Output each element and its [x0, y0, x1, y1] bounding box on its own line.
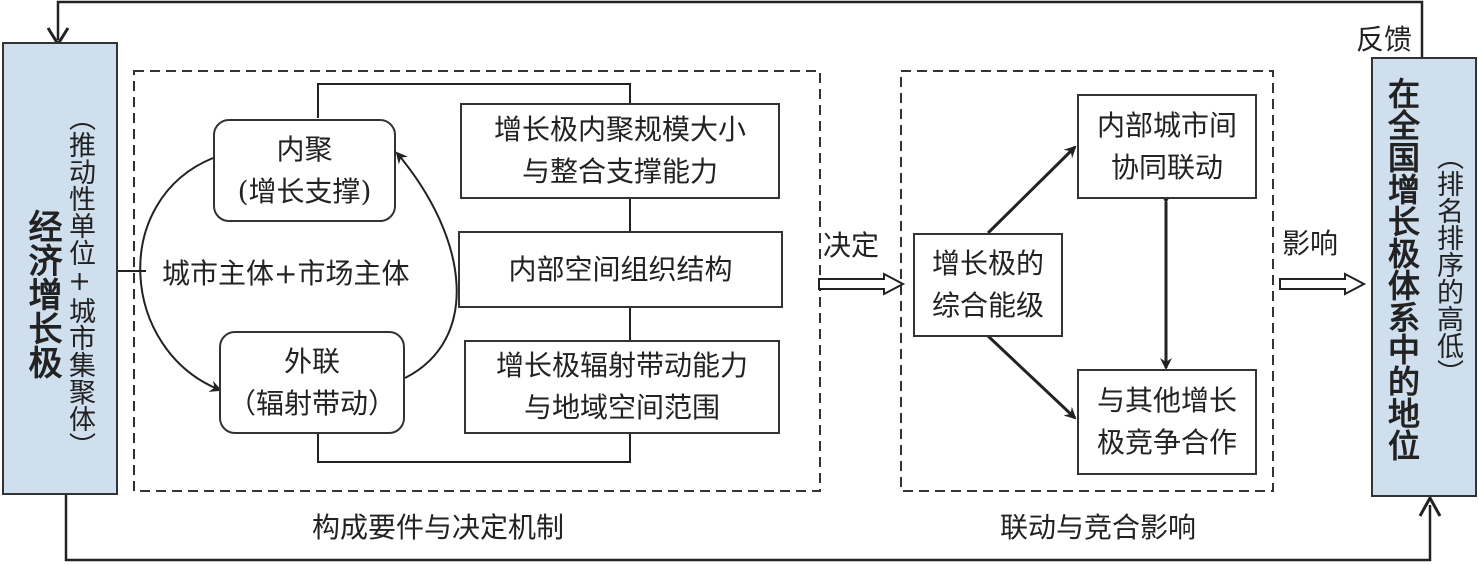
section2-caption: 联动与竞合影响	[1000, 511, 1197, 544]
growth-pole-title: 经济增长极	[22, 209, 62, 379]
feedback-line-top	[56, 0, 1424, 60]
economic-growth-pole-box: 经济增长极 （推动性单位+城市集聚体）	[2, 42, 118, 495]
national-status-box: 在全国增长极体系中的地位 （排名排序的高低）	[1371, 57, 1477, 497]
arrow-to-top-box	[986, 145, 1077, 235]
arc-right	[395, 151, 458, 379]
section1-caption: 构成要件与决定机制	[312, 511, 565, 544]
status-subtitle: （排名排序的高低）	[1432, 143, 1463, 386]
bracket-bottom	[317, 433, 631, 463]
influence-arrow-icon	[1279, 272, 1367, 296]
section2-frame	[900, 70, 1274, 492]
influence-label: 影响	[1282, 227, 1339, 260]
center-subject-label: 城市主体+市场主体	[162, 257, 410, 290]
spatial-structure-box: 内部空间组织结构	[458, 231, 783, 308]
decide-arrow-icon	[818, 272, 906, 296]
decide-label: 决定	[823, 229, 880, 262]
competition-cooperation-box: 与其他增长 极竞争合作	[1077, 369, 1257, 475]
arrow-to-bottom-box	[986, 334, 1077, 420]
feedback-label: 反馈	[1356, 18, 1413, 58]
growth-pole-subtitle: （推动性单位+城市集聚体）	[64, 104, 95, 459]
outer-linkage-box: 外联 （辐射带动）	[219, 331, 405, 434]
status-title: 在全国增长极体系中的地位	[1383, 77, 1421, 461]
bottom-loop-line	[64, 495, 1432, 562]
bracket-top	[317, 83, 631, 118]
arc-left	[139, 157, 222, 392]
agglomeration-capacity-box: 增长极内聚规模大小 与整合支撑能力	[460, 103, 780, 199]
radiation-capacity-box: 增长极辐射带动能力 与地域空间范围	[464, 340, 780, 434]
bottom-arrowhead-icon	[1418, 494, 1442, 517]
comprehensive-level-box: 增长极的 综合能级	[913, 233, 1063, 337]
inner-agglomeration-box: 内聚 (增长支撑)	[213, 119, 396, 222]
internal-coordination-box: 内部城市间 协同联动	[1077, 94, 1257, 199]
